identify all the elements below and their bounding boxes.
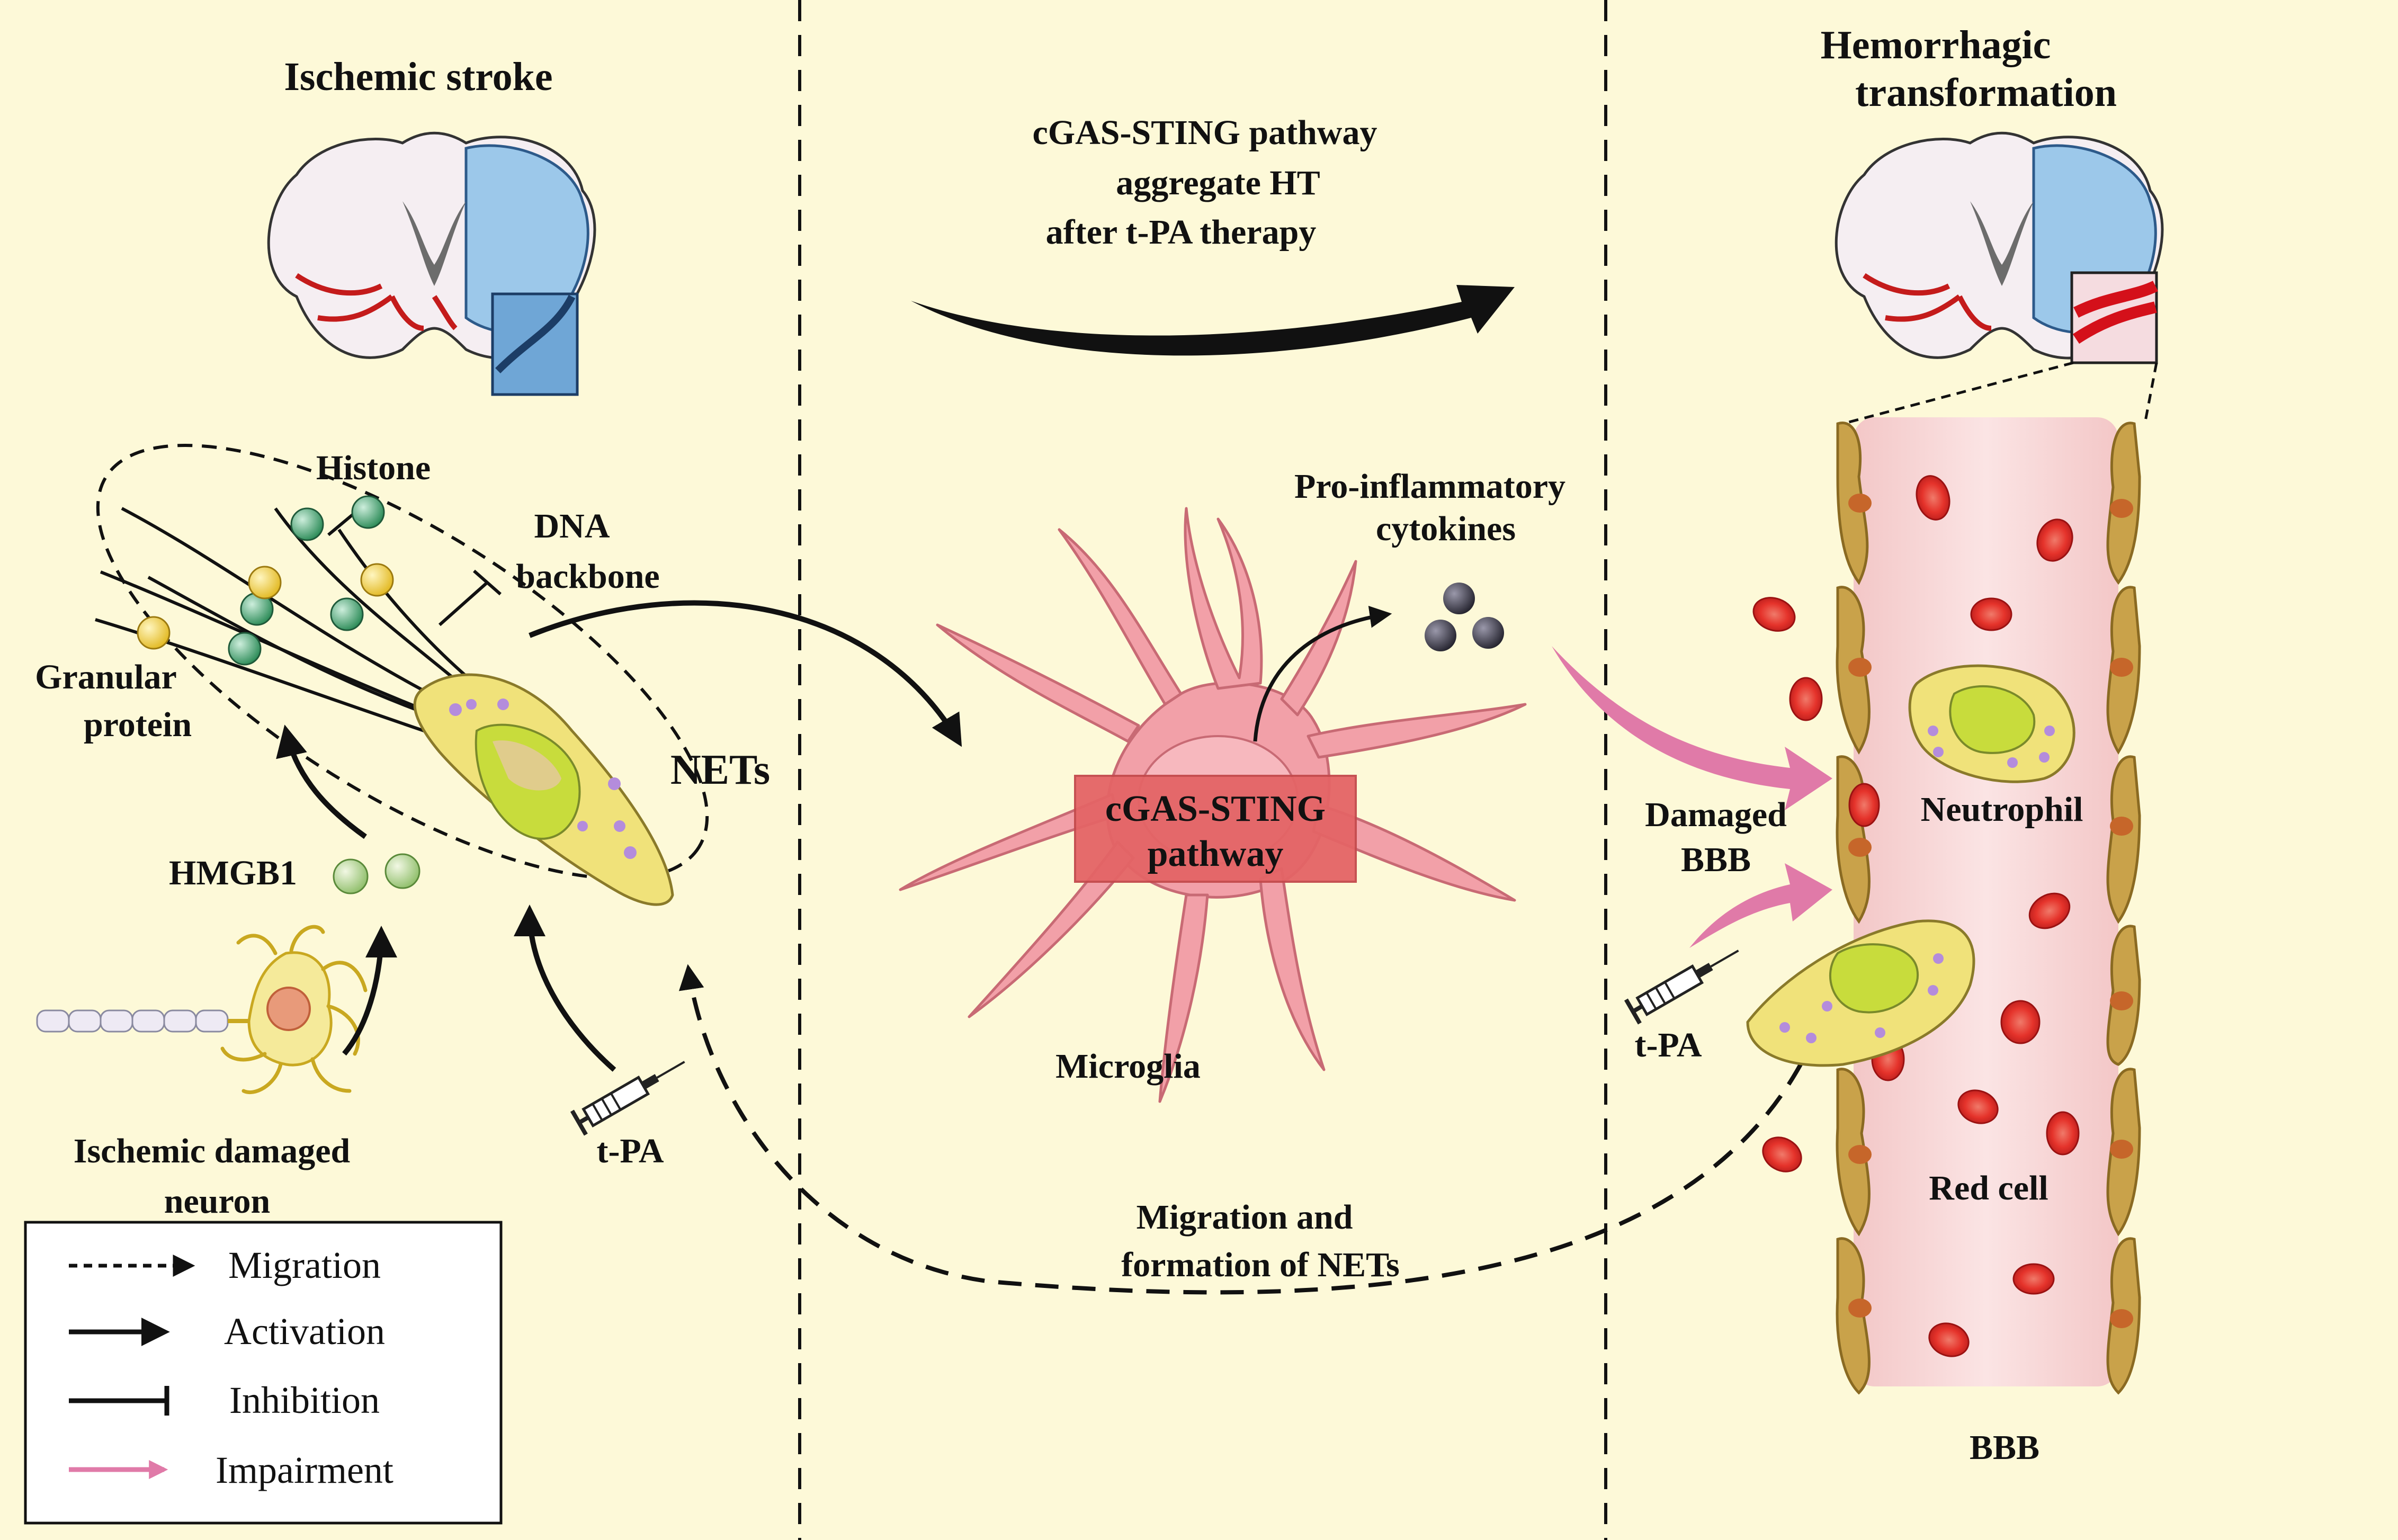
migration-label-line1: Migration and <box>1137 1198 1353 1237</box>
syringe-icon-right <box>1624 950 1739 1025</box>
vessel-neutrophil-upper <box>1908 664 2075 783</box>
ischemic-neuron <box>36 925 368 1095</box>
microglia-pathway-box <box>1074 775 1357 883</box>
bbb-label: BBB <box>1970 1428 2039 1467</box>
right-panel-title-line1: Hemorrhagic <box>1821 23 2051 67</box>
migration-label-line2: formation of NETs <box>1121 1246 1400 1284</box>
dna-backbone-label-line1: DNA <box>534 507 610 545</box>
cytokines-label-line2: cytokines <box>1376 509 1516 548</box>
red-cell-label: Red cell <box>1929 1169 2048 1207</box>
pathway-big-arrow <box>911 285 1515 356</box>
legend-box: Migration Activation Inhibition Impairme… <box>24 1221 503 1525</box>
red-blood-cells <box>1752 475 2080 1357</box>
legend-impairment-label: Impairment <box>216 1449 393 1491</box>
nets-region-outline <box>96 444 709 880</box>
damaged-bbb-label-line1: Damaged <box>1645 795 1787 834</box>
hmgb1-to-granular-arrow <box>276 724 367 839</box>
legend-migration-label: Migration <box>228 1244 381 1286</box>
pathway-text-line1: cGAS-STING pathway <box>1033 113 1377 152</box>
right-panel-title-line2: transformation <box>1855 70 2117 115</box>
granular-protein-label-line2: protein <box>84 705 192 744</box>
damaged-bbb-label-line2: BBB <box>1681 840 1751 879</box>
nets-to-microglia-arrow <box>529 600 962 747</box>
blood-vessel <box>1854 417 2118 1386</box>
pathway-text-line2: aggregate HT <box>1116 164 1320 202</box>
microglia-box-text-line2: pathway <box>1148 834 1284 874</box>
histone-spheres <box>228 495 385 666</box>
hmgb1-spheres <box>333 853 420 894</box>
legend-inhibition-label: Inhibition <box>229 1379 380 1421</box>
tpa-label-left: t-PA <box>596 1132 664 1170</box>
ischemic-brain-illustration <box>267 131 596 396</box>
net-neutrophil-cell <box>413 673 674 906</box>
neuron-label-line2: neuron <box>164 1182 271 1221</box>
zoom-line-right <box>2143 362 2158 424</box>
hemorrhagic-brain-illustration <box>1835 131 2164 364</box>
tpa-label-right: t-PA <box>1634 1026 1702 1064</box>
microglia-label: Microglia <box>1055 1047 1201 1086</box>
vessel-neutrophil-migrating <box>1746 919 1975 1067</box>
neuron-to-hmgb1-arrow <box>342 926 397 1056</box>
histone-label: Histone <box>316 449 431 487</box>
microglia-to-cytokines-arrow <box>1253 605 1392 742</box>
endothelium-nuclei <box>1848 494 2133 1328</box>
nets-label: NETs <box>670 747 770 793</box>
left-panel-title: Ischemic stroke <box>284 55 552 99</box>
dna-backbone-inhibition-marker <box>439 569 502 626</box>
legend-activation-label: Activation <box>224 1310 385 1353</box>
cytokines-label-line1: Pro-inflammatory <box>1294 467 1565 506</box>
neutrophil-label: Neutrophil <box>1921 790 2083 829</box>
tpa-to-nets-arrow <box>514 905 616 1072</box>
granular-protein-label-line1: Granular <box>35 658 177 696</box>
syringe-icon-left <box>570 1061 685 1136</box>
dna-backbone-label-line2: backbone <box>516 557 659 596</box>
migration-dashed-arrow <box>678 964 1803 1295</box>
neuron-label-line1: Ischemic damaged <box>74 1132 350 1170</box>
cytokine-spheres <box>1425 583 1504 651</box>
pathway-text-line3: after t-PA therapy <box>1046 213 1317 252</box>
hmgb1-label: HMGB1 <box>169 854 297 892</box>
granular-protein-spheres <box>137 563 394 650</box>
microglia-box-text-line1: cGAS-STING <box>1105 789 1326 829</box>
zoom-line-left <box>1842 361 2074 425</box>
tpa-impairment-arrow <box>1689 863 1832 948</box>
cytokines-impairment-arrow <box>1552 646 1832 810</box>
